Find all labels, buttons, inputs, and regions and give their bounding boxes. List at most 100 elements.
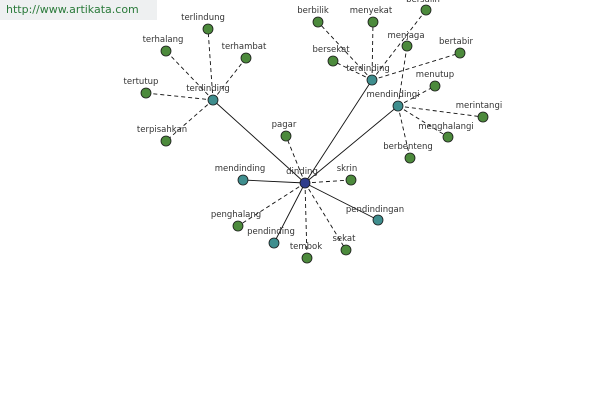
node-dot-sekat[interactable] [340, 244, 352, 256]
edge-terdinding_r-berbilik [317, 21, 373, 81]
edge-dinding-skrin [304, 179, 352, 184]
node-mendinding[interactable]: mendinding [215, 164, 266, 186]
node-pendindingan[interactable]: pendindingan [346, 205, 404, 226]
edge-terdinding_l-tertutup [145, 92, 214, 101]
node-label-dinding: dinding [286, 167, 318, 177]
node-tertutup[interactable]: tertutup [124, 77, 159, 99]
node-dot-penghalang[interactable] [232, 220, 244, 232]
edge-dinding-pendinding [273, 182, 306, 244]
edge-dinding-pendindingan [304, 182, 379, 221]
node-dot-berbenteng[interactable] [404, 152, 416, 164]
edge-dinding-mendinding [242, 179, 306, 184]
node-terlindung[interactable]: terlindung [181, 13, 225, 35]
edge-dinding-tembok [304, 182, 308, 259]
node-sekat[interactable]: sekat [333, 234, 357, 256]
node-terdinding_r[interactable]: terdinding [346, 64, 390, 86]
node-bersekat[interactable]: bersekat [312, 45, 350, 67]
node-dot-terpisahkan[interactable] [160, 135, 172, 147]
edge-terdinding_r-bertabir [371, 52, 461, 81]
node-dot-merintangi[interactable] [477, 111, 489, 123]
node-dot-tertutup[interactable] [140, 87, 152, 99]
node-bersalin[interactable]: bersalin [406, 0, 440, 16]
edge-dinding-terdinding_l [212, 99, 306, 184]
node-label-berbenteng: berbenteng [383, 142, 432, 152]
edge-terdinding_l-terhambat [212, 57, 247, 101]
node-label-bersalin: bersalin [406, 0, 440, 5]
node-dot-terhalang[interactable] [160, 45, 172, 57]
edge-mendindingi-merintangi [397, 105, 484, 118]
node-label-merintangi: merintangi [456, 101, 502, 111]
node-bertabir[interactable]: bertabir [439, 37, 473, 59]
node-dot-mendindingi[interactable] [392, 100, 404, 112]
node-tembok[interactable]: tembok [290, 242, 322, 264]
node-label-tertutup: tertutup [124, 77, 159, 87]
node-label-terdinding_l: terdinding [186, 84, 230, 94]
node-dot-terhambat[interactable] [240, 52, 252, 64]
node-label-bertabir: bertabir [439, 37, 473, 47]
node-label-mendindingi: mendindingi [367, 90, 420, 100]
node-menutup[interactable]: menutup [416, 70, 454, 92]
node-label-terhambat: terhambat [222, 42, 267, 52]
node-dot-bersalin[interactable] [420, 4, 432, 16]
edge-terdinding_l-terlindung [207, 28, 214, 101]
edge-terdinding_r-bersekat [332, 60, 373, 81]
edge-dinding-terdinding_r [304, 79, 373, 184]
node-label-terpisahkan: terpisahkan [137, 125, 187, 135]
node-menghalangi[interactable]: menghalangi [418, 122, 474, 143]
node-menjaga[interactable]: menjaga [387, 31, 425, 52]
node-label-bersekat: bersekat [312, 45, 350, 55]
node-dot-dinding[interactable] [299, 177, 311, 189]
node-penghalang[interactable]: penghalang [211, 210, 261, 232]
edges-layer [145, 9, 484, 259]
node-dot-terlindung[interactable] [202, 23, 214, 35]
node-label-berbilik: berbilik [297, 6, 329, 16]
node-pagar[interactable]: pagar [272, 120, 297, 142]
node-dot-terdinding_l[interactable] [207, 94, 219, 106]
edge-dinding-pagar [285, 135, 306, 184]
node-merintangi[interactable]: merintangi [456, 101, 502, 123]
node-label-skrin: skrin [337, 164, 358, 174]
node-label-terdinding_r: terdinding [346, 64, 390, 74]
node-dot-bersekat[interactable] [327, 55, 339, 67]
node-dot-pagar[interactable] [280, 130, 292, 142]
edge-mendindingi-menghalangi [397, 105, 449, 138]
node-dot-mendinding[interactable] [237, 174, 249, 186]
node-label-sekat: sekat [333, 234, 357, 244]
node-label-mendinding: mendinding [215, 164, 266, 174]
node-dot-menutup[interactable] [429, 80, 441, 92]
node-label-menutup: menutup [416, 70, 454, 80]
node-menyekat[interactable]: menyekat [350, 6, 393, 28]
edge-mendindingi-menjaga [397, 45, 408, 107]
node-pendinding[interactable]: pendinding [247, 227, 295, 249]
node-dot-pendinding[interactable] [268, 237, 280, 249]
node-terpisahkan[interactable]: terpisahkan [137, 125, 187, 147]
node-mendindingi[interactable]: mendindingi [367, 90, 420, 112]
edge-dinding-sekat [304, 182, 347, 251]
node-dinding[interactable]: dinding [286, 167, 318, 189]
node-terhambat[interactable]: terhambat [222, 42, 267, 64]
node-label-penghalang: penghalang [211, 210, 261, 220]
node-dot-menghalangi[interactable] [442, 131, 454, 143]
node-dot-skrin[interactable] [345, 174, 357, 186]
node-dot-pendindingan[interactable] [372, 214, 384, 226]
node-terdinding_l[interactable]: terdinding [186, 84, 230, 106]
node-dot-bertabir[interactable] [454, 47, 466, 59]
source-link[interactable]: http://www.artikata.com [0, 0, 157, 20]
node-dot-terdinding_r[interactable] [366, 74, 378, 86]
node-terhalang[interactable]: terhalang [143, 35, 184, 57]
node-label-tembok: tembok [290, 242, 322, 252]
node-label-menjaga: menjaga [387, 31, 424, 41]
node-label-terlindung: terlindung [181, 13, 225, 23]
node-dot-menjaga[interactable] [401, 40, 413, 52]
node-berbilik[interactable]: berbilik [297, 6, 329, 28]
nodes-layer: dinding terdinding terdinding mendindingi me… [124, 0, 502, 264]
node-label-pagar: pagar [272, 120, 297, 130]
node-dot-tembok[interactable] [301, 252, 313, 264]
edge-mendindingi-berbenteng [397, 105, 411, 159]
node-dot-berbilik[interactable] [312, 16, 324, 28]
node-skrin[interactable]: skrin [337, 164, 358, 186]
node-berbenteng[interactable]: berbenteng [383, 142, 433, 164]
node-dot-menyekat[interactable] [367, 16, 379, 28]
edge-terdinding_l-terpisahkan [165, 99, 214, 142]
